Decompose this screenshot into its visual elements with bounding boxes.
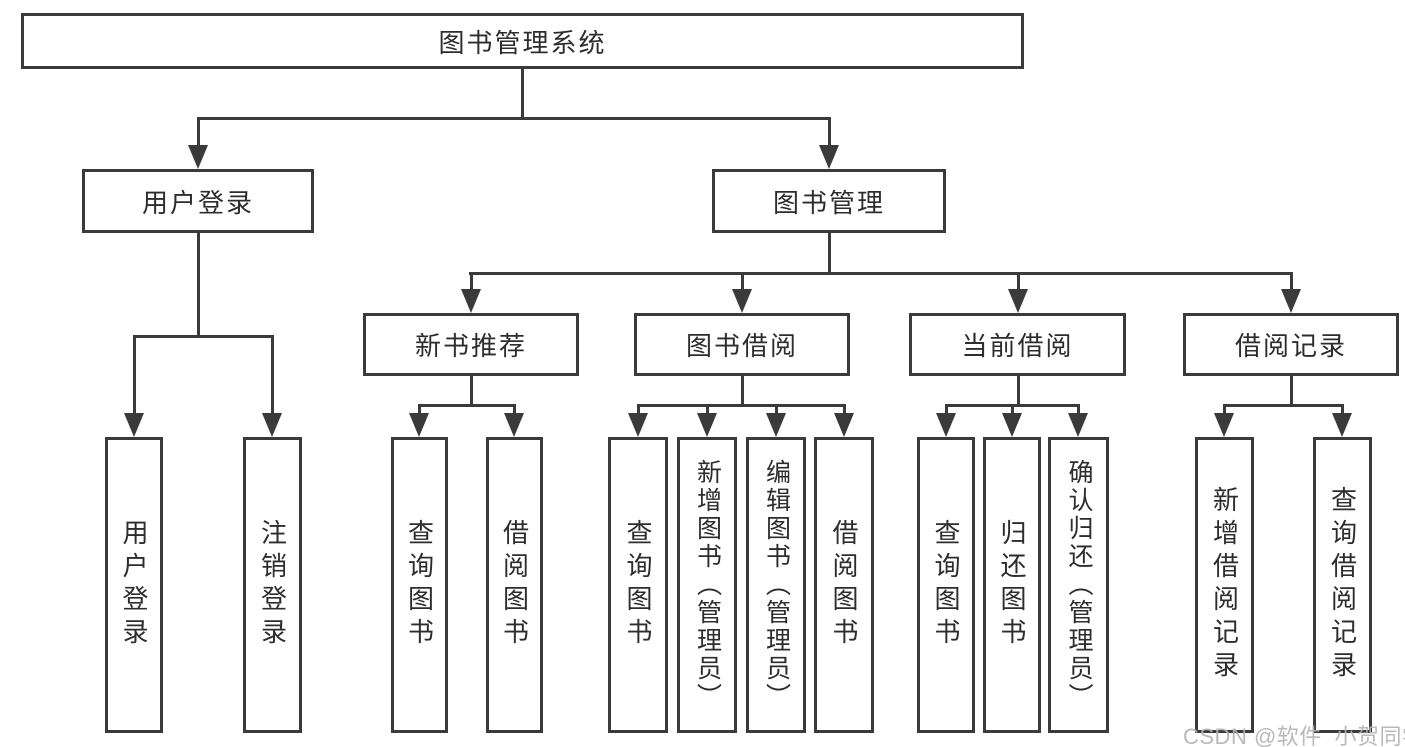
arrowhead-down-icon — [766, 413, 786, 437]
connector-line-horizontal — [944, 403, 1080, 407]
connector-line-horizontal — [417, 403, 516, 407]
node-label-root: 图书管理系统 — [438, 27, 607, 58]
node-borrow-record: 借阅记录 — [1183, 313, 1399, 376]
node-leaf-br-add-record: 新增借阅记录 — [1195, 437, 1254, 733]
arrowhead-down-icon — [409, 413, 429, 437]
connector-line-vertical — [740, 273, 744, 296]
connector-line-vertical — [1222, 405, 1226, 420]
connector-line-vertical — [469, 273, 473, 296]
node-label-user-login: 用户登录 — [141, 187, 254, 218]
arrowhead-down-icon — [1068, 413, 1088, 437]
connector-line-vertical — [740, 376, 744, 405]
node-leaf-logout: 注销登录 — [243, 437, 302, 733]
connector-line-vertical — [827, 233, 831, 273]
node-leaf-br-query-record: 查询借阅记录 — [1313, 437, 1372, 733]
csdn-watermark: CSDN @软件_小贺同学 — [1183, 724, 1405, 747]
node-leaf-cb-return-book: 归还图书 — [983, 437, 1041, 733]
connector-line-vertical — [842, 405, 846, 420]
node-book-borrow: 图书借阅 — [634, 313, 850, 376]
node-label-borrow-record: 借阅记录 — [1234, 331, 1347, 361]
connector-line-vertical — [270, 336, 274, 420]
connector-line-horizontal — [1222, 403, 1344, 407]
node-label-leaf-br-query-record: 查询借阅记录 — [1327, 486, 1358, 684]
node-label-leaf-logout: 注销登录 — [257, 519, 288, 651]
node-root: 图书管理系统 — [21, 13, 1024, 69]
arrowhead-down-icon — [1008, 289, 1028, 313]
connector-line-vertical — [417, 405, 421, 420]
connector-line-vertical — [1289, 273, 1293, 296]
arrowhead-down-icon — [262, 413, 282, 437]
connector-line-vertical — [1016, 273, 1020, 296]
node-leaf-user-login: 用户登录 — [105, 437, 163, 733]
connector-line-vertical — [1340, 405, 1344, 420]
node-label-book-management: 图书管理 — [772, 187, 885, 218]
arrowhead-down-icon — [732, 289, 752, 313]
connector-line-vertical — [1016, 376, 1020, 405]
connector-line-vertical — [944, 405, 948, 420]
node-label-leaf-cb-query-book: 查询图书 — [931, 519, 961, 651]
connector-line-vertical — [1010, 405, 1014, 420]
connector-line-vertical — [196, 118, 200, 152]
connector-line-horizontal — [636, 403, 846, 407]
node-leaf-bb-add-book-admin: 新增图书（管理员） — [677, 437, 737, 733]
node-label-leaf-bb-borrow-book: 借阅图书 — [829, 519, 859, 651]
connector-line-vertical — [1076, 405, 1080, 420]
connector-line-vertical — [636, 405, 640, 420]
node-current-borrow: 当前借阅 — [909, 313, 1126, 376]
node-label-leaf-cb-return-book: 归还图书 — [997, 519, 1027, 651]
connector-line-vertical — [469, 376, 473, 405]
arrowhead-down-icon — [504, 413, 524, 437]
arrowhead-down-icon — [834, 413, 854, 437]
node-label-leaf-bb-add-book-admin: 新增图书（管理员） — [693, 459, 722, 711]
arrowhead-down-icon — [124, 413, 144, 437]
node-label-leaf-nbr-query-book: 查询图书 — [404, 519, 435, 651]
connector-line-horizontal — [468, 271, 1293, 275]
node-book-management: 图书管理 — [712, 169, 946, 233]
node-leaf-cb-query-book: 查询图书 — [917, 437, 975, 733]
connector-line-vertical — [520, 69, 524, 118]
connector-line-vertical — [512, 405, 516, 420]
connector-line-vertical — [705, 405, 709, 420]
node-label-leaf-bb-query-book: 查询图书 — [623, 519, 653, 651]
node-label-leaf-nbr-borrow-book: 借阅图书 — [499, 519, 530, 651]
arrowhead-down-icon — [936, 413, 956, 437]
node-leaf-bb-edit-book-admin: 编辑图书（管理员） — [746, 437, 806, 733]
connector-line-vertical — [196, 233, 200, 336]
connector-line-vertical — [827, 118, 831, 152]
node-leaf-nbr-borrow-book: 借阅图书 — [486, 437, 543, 733]
node-new-book-recommend: 新书推荐 — [363, 313, 579, 376]
connector-line-horizontal — [132, 334, 274, 338]
node-leaf-bb-borrow-book: 借阅图书 — [814, 437, 874, 733]
connector-line-horizontal — [196, 116, 831, 120]
node-label-leaf-cb-confirm-return-admin: 确认归还（管理员） — [1065, 459, 1093, 711]
arrowhead-down-icon — [461, 289, 481, 313]
node-label-leaf-bb-edit-book-admin: 编辑图书（管理员） — [762, 459, 791, 711]
node-label-book-borrow: 图书借阅 — [685, 331, 798, 361]
node-leaf-cb-confirm-return-admin: 确认归还（管理员） — [1048, 437, 1109, 733]
arrowhead-down-icon — [819, 145, 839, 169]
node-label-leaf-user-login: 用户登录 — [119, 519, 149, 651]
arrowhead-down-icon — [628, 413, 648, 437]
node-user-login: 用户登录 — [82, 169, 314, 233]
arrowhead-down-icon — [1281, 289, 1301, 313]
arrowhead-down-icon — [188, 145, 208, 169]
arrowhead-down-icon — [1002, 413, 1022, 437]
connector-line-vertical — [1289, 376, 1293, 405]
node-label-leaf-br-add-record: 新增借阅记录 — [1209, 486, 1240, 684]
node-label-current-borrow: 当前借阅 — [961, 331, 1074, 361]
arrowhead-down-icon — [1214, 413, 1234, 437]
node-label-new-book-recommend: 新书推荐 — [414, 331, 527, 361]
connector-line-vertical — [132, 336, 136, 420]
arrowhead-down-icon — [697, 413, 717, 437]
node-leaf-nbr-query-book: 查询图书 — [391, 437, 448, 733]
node-leaf-bb-query-book: 查询图书 — [608, 437, 668, 733]
arrowhead-down-icon — [1332, 413, 1352, 437]
connector-line-vertical — [774, 405, 778, 420]
